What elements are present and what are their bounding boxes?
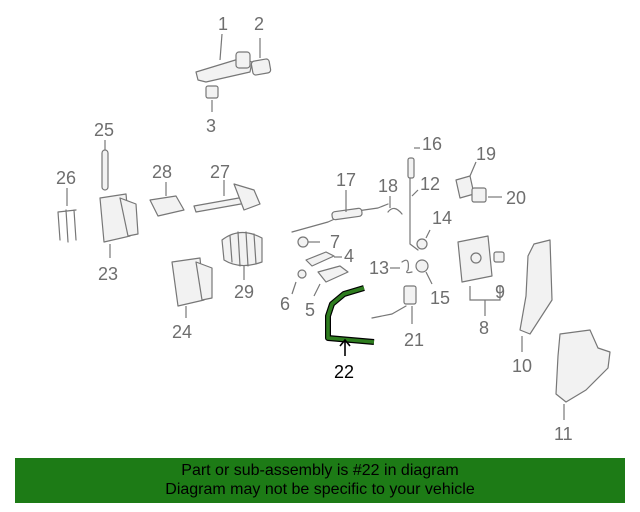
callout-17: 17 — [336, 170, 356, 190]
banner-line-disclaimer: Diagram may not be specific to your vehi… — [165, 481, 475, 498]
part-6-screw[interactable] — [291, 269, 307, 295]
callout-11: 11 — [554, 424, 573, 444]
part-18-clip[interactable] — [387, 196, 403, 215]
callout-25: 25 — [94, 120, 114, 140]
callout-29: 29 — [234, 282, 254, 302]
callout-21: 21 — [404, 330, 424, 350]
callout-5: 5 — [305, 300, 315, 320]
callout-8: 8 — [479, 318, 489, 338]
part-8-door-latch[interactable] — [457, 235, 501, 316]
callout-16: 16 — [422, 134, 442, 154]
part-5-lock-plate[interactable] — [313, 265, 349, 297]
part-7-grommet[interactable] — [297, 236, 320, 248]
callout-12: 12 — [420, 174, 440, 194]
callout-26: 26 — [56, 168, 76, 188]
callout-15: 15 — [430, 288, 450, 308]
callout-20: 20 — [506, 188, 526, 208]
part-9-clip[interactable] — [493, 251, 505, 263]
callout-3: 3 — [206, 116, 216, 136]
callout-18: 18 — [378, 176, 398, 196]
part-28-buffer[interactable] — [149, 182, 185, 217]
part-23-hinge[interactable] — [99, 193, 139, 258]
part-2-handle-cap[interactable] — [250, 38, 272, 76]
callout-27: 27 — [210, 162, 230, 182]
part-15-knob[interactable] — [415, 259, 433, 285]
part-29-rubber-boot[interactable] — [221, 231, 263, 280]
part-11-trim-panel[interactable] — [555, 329, 611, 420]
callout-24: 24 — [172, 322, 192, 342]
part-26-spring-clip[interactable] — [57, 188, 77, 243]
part-4-bracket[interactable] — [305, 251, 342, 267]
info-banner: Part or sub-assembly is #22 in diagram D… — [15, 458, 625, 503]
part-27-door-check[interactable] — [193, 180, 261, 213]
banner-line-part-number: Part or sub-assembly is #22 in diagram — [181, 462, 459, 479]
callout-22: 22 — [334, 362, 354, 382]
part-3-gasket[interactable] — [205, 85, 219, 112]
callout-4: 4 — [344, 246, 354, 266]
part-12-rod[interactable] — [409, 177, 419, 251]
exploded-parts-diagram: 1 2 3 4 5 6 7 8 9 10 11 12 13 14 15 16 1… — [56, 14, 611, 444]
part-21-actuator[interactable] — [371, 285, 417, 324]
callout-19: 19 — [476, 144, 496, 164]
part-19-catch[interactable] — [455, 161, 477, 199]
part-17-remote-rod[interactable] — [291, 190, 389, 233]
callout-2: 2 — [254, 14, 264, 34]
part-22-seal-highlighted[interactable] — [325, 285, 375, 356]
part-13-clip[interactable] — [390, 259, 413, 274]
callout-14: 14 — [432, 208, 452, 228]
part-10-lock-bracket[interactable] — [519, 239, 553, 352]
callout-28: 28 — [152, 162, 172, 182]
part-24-lower-hinge[interactable] — [171, 257, 213, 318]
part-1-door-handle[interactable] — [195, 33, 253, 83]
part-16-rod[interactable] — [407, 147, 420, 179]
part-25-pin[interactable] — [101, 140, 109, 191]
callout-23: 23 — [98, 264, 118, 284]
callout-6: 6 — [280, 294, 290, 314]
callout-9: 9 — [495, 282, 505, 302]
callout-1: 1 — [218, 14, 228, 34]
callout-7: 7 — [330, 232, 340, 252]
part-14-clip[interactable] — [416, 229, 431, 250]
callout-10: 10 — [512, 356, 532, 376]
callout-13: 13 — [369, 258, 389, 278]
part-20-bumper[interactable] — [471, 187, 502, 203]
